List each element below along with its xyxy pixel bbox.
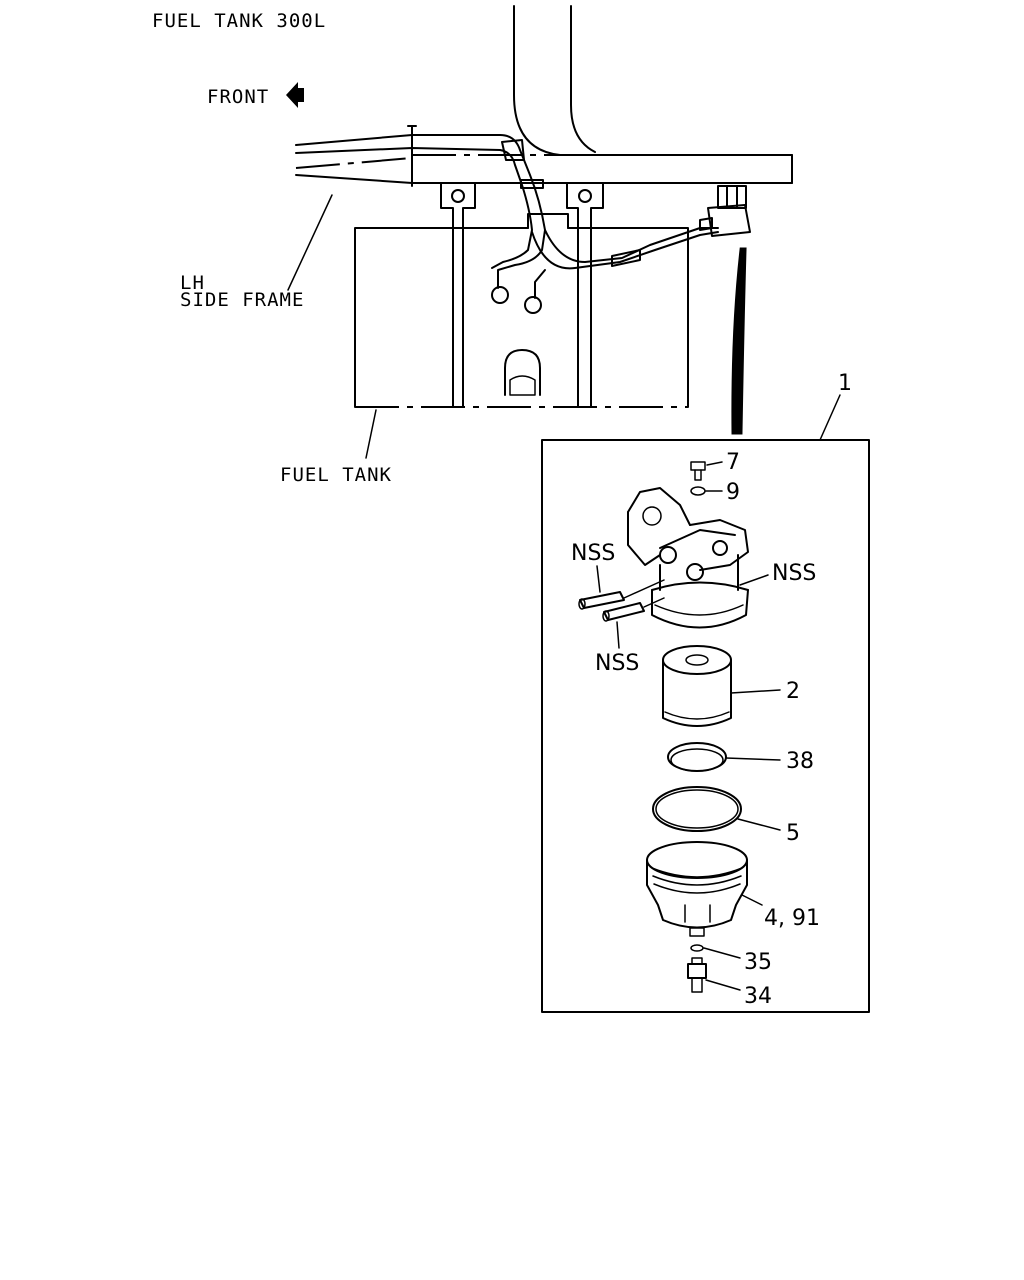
callout-drain-washer: 35 bbox=[744, 950, 772, 975]
callout-nss-upper: NSS bbox=[571, 541, 615, 566]
detail-leader bbox=[731, 247, 747, 435]
drain-plug-part bbox=[687, 957, 707, 993]
assembly-leader bbox=[819, 394, 841, 441]
side-frame-label-line1: LH bbox=[180, 272, 205, 294]
callout-o-ring: 5 bbox=[786, 821, 800, 846]
filter-element bbox=[662, 645, 732, 727]
detail-box bbox=[541, 439, 870, 1013]
side-frame-leader bbox=[287, 194, 333, 291]
diagram-title: FUEL TANK 300L bbox=[152, 10, 326, 32]
front-label: FRONT bbox=[207, 86, 269, 108]
washer-part bbox=[690, 486, 706, 496]
side-frame bbox=[295, 125, 501, 187]
o-ring-part bbox=[652, 786, 742, 832]
front-arrow-icon bbox=[286, 82, 304, 108]
ring-part bbox=[667, 742, 727, 772]
callout-assembly: 1 bbox=[838, 371, 852, 396]
fuel-lines bbox=[491, 134, 751, 314]
drain-washer-part bbox=[690, 944, 704, 952]
fuel-tank-body bbox=[354, 182, 689, 408]
fuel-tank-leader bbox=[365, 409, 377, 459]
callout-washer: 9 bbox=[726, 480, 740, 505]
side-frame-label-line2: SIDE FRAME bbox=[180, 289, 304, 311]
callout-drain-plug: 34 bbox=[744, 984, 772, 1009]
callout-element: 2 bbox=[786, 679, 800, 704]
bolt-part bbox=[690, 461, 706, 481]
nss-pipe-lower bbox=[602, 602, 645, 622]
callout-nss-body: NSS bbox=[772, 561, 816, 586]
callout-bolt: 7 bbox=[726, 450, 740, 475]
filter-cup bbox=[646, 841, 748, 937]
callout-nss-lower: NSS bbox=[595, 651, 639, 676]
callout-cup: 4, 91 bbox=[764, 906, 820, 931]
filter-head bbox=[627, 487, 749, 629]
callout-ring: 38 bbox=[786, 749, 814, 774]
nss-pipe-upper bbox=[578, 591, 625, 610]
vehicle-body-outline bbox=[411, 5, 793, 184]
fuel-tank-label: FUEL TANK bbox=[280, 464, 392, 486]
